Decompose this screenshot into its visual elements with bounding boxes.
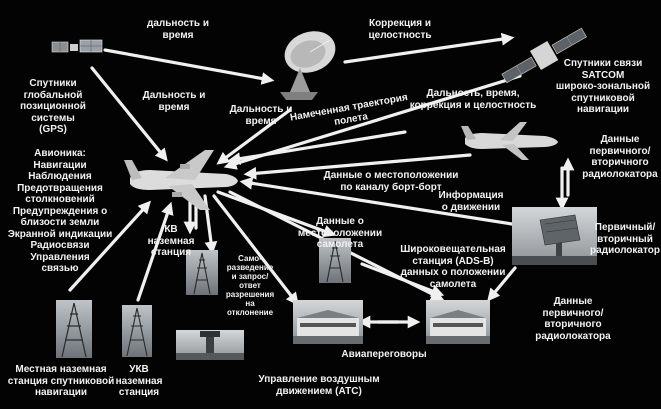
arrow-aircraft-to-hf [203,194,218,255]
arrow-local-ground-to-aircraft [68,200,152,292]
satellite-dish-icon [280,31,336,100]
label-radar-data-bottom: Данные первичного/ вторичного радиолокат… [535,296,611,342]
arrow-gps-to-aircraft [90,66,168,162]
second-aircraft-icon [461,122,558,160]
arrow-gps-to-dish [103,48,275,85]
label-avionics: Авионика: Навигации Наблюдения Предотвра… [7,148,113,274]
label-adsb: Широковещательная станция (ADS-B) данных… [400,244,506,290]
label-self-report: Само- разведение и запрос/ ответ разреше… [225,254,275,317]
label-aircraft-position: Данные о местоположении самолета [297,216,383,250]
label-atc: Управление воздушным движением (АТС) [258,374,380,397]
label-gps-satellites: Спутники глобальной позиционной системы … [20,78,86,135]
arrow-radar-traffic [239,176,514,226]
arrow-trajectory [227,130,407,165]
atc-building-photo-left [293,300,363,344]
arrow-air-to-air [243,153,472,180]
satcom-satellite-icon [501,27,587,84]
arrow-tower-to-adsb [360,262,445,297]
vhf-tower-photo [122,305,152,357]
arrow-aircraft-to-tower [216,190,337,238]
main-aircraft-icon [124,150,238,210]
radar-photo [512,207,597,265]
arrow-dish-to-satcom [343,32,515,64]
arrow-radar-to-adsb [487,266,517,302]
label-satcom: Спутники связи SATCOM широко-зональной с… [555,58,651,115]
local-ground-tower-photo [56,300,92,358]
label-voice-comms: Авиапереговоры [341,349,427,360]
label-correction-integrity: Коррекция и целостность [368,18,432,41]
label-gps-range-time: дальность и время [147,18,209,41]
label-vhf-station: УКВ наземная станция [115,364,163,398]
label-range-time-center: Дальность и время [229,104,293,127]
label-air-to-air-position: Данные о местоположении по каналу борт-б… [323,170,459,193]
control-tower-photo [176,330,244,360]
label-primary-secondary-radar: Первичный/ вторичный радиолокатор [590,222,660,256]
label-radar-data-top: Данные первичного/ вторичного радиолокат… [582,134,658,180]
label-local-ground-station: Местная наземная станция спутниковой нав… [7,364,115,398]
arrow-satcom-to-aircraft [223,74,522,170]
gps-satellite-icon [51,39,103,53]
hf-tower-photo [186,250,218,295]
label-range-time-correction: Дальность, время, коррекция и целостност… [409,88,537,111]
atc-building-photo-right [426,300,490,344]
label-traffic-info: Информация о движении [438,190,504,213]
label-hf-station: КВ наземная станция [147,224,195,258]
arrow-vhf-to-aircraft [136,201,174,302]
arrow-aircraft-to-atc [212,194,299,306]
adsb-tower-photo [319,238,351,283]
label-range-time-left: Дальность и время [142,90,206,113]
